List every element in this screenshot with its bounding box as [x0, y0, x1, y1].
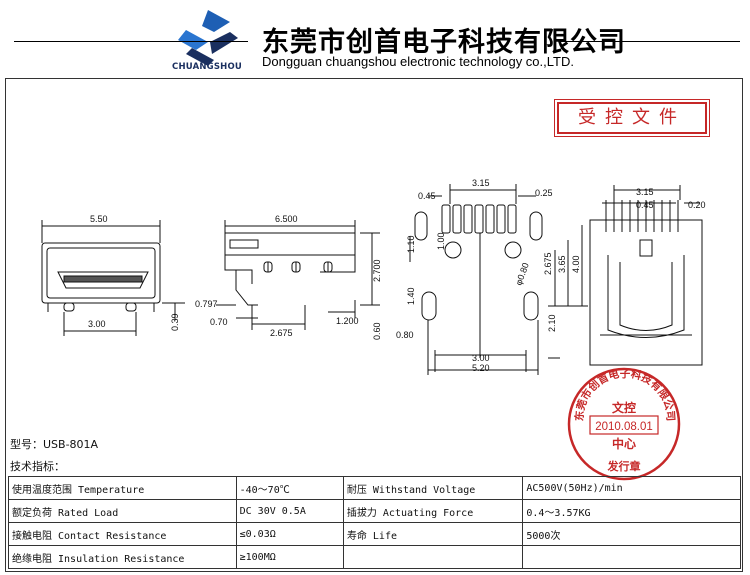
svg-text:中心: 中心 — [612, 436, 636, 451]
dim-pcb-left: 0.45 — [418, 191, 436, 201]
dim-pcb-210: 2.10 — [547, 314, 557, 332]
model-number: 型号：USB-801A — [10, 438, 99, 451]
dim-side-pitch: 2.675 — [270, 328, 293, 338]
spec-table: 使用温度范围 Temperature -40～70℃ 耐压 Withstand … — [8, 476, 741, 569]
dim-side-length: 6.500 — [275, 214, 298, 224]
chuangshou-logo-icon — [178, 10, 238, 66]
dim-side-low: 0.60 — [372, 322, 382, 340]
dim-pcb-right: 0.25 — [535, 188, 553, 198]
svg-text:2010.08.01: 2010.08.01 — [595, 421, 653, 433]
dim-side-pin: 0.70 — [210, 317, 228, 327]
dim-pcb-140: 1.40 — [406, 287, 416, 305]
dim-pcb-365: 3.65 — [557, 255, 567, 273]
dim-rear-045: 0.45 — [636, 200, 654, 210]
dim-pcb-080: 0.80 — [396, 330, 414, 340]
table-row: 接触电阻 Contact Resistance ≤0.03Ω 寿命 Life 5… — [8, 522, 741, 546]
dim-pcb-2675: 2.675 — [543, 252, 553, 275]
company-name-chinese: 东莞市创首电子科技有限公司 — [262, 27, 626, 58]
dim-pcb-top: 3.15 — [472, 178, 490, 188]
dim-rear-020: 0.20 — [688, 200, 706, 210]
svg-text:文控: 文控 — [612, 400, 636, 415]
release-stamp-icon: 东莞市创首电子科技有限公司 文控 2010.08.01 中心 发行章 — [567, 367, 681, 481]
dim-side-height: 2.700 — [372, 259, 382, 282]
dim-side-right: 1.200 — [336, 316, 359, 326]
dim-side-offset: 0.797 — [195, 299, 218, 309]
company-name-english: Dongguan chuangshou electronic technolog… — [262, 54, 574, 69]
dim-front-width: 5.50 — [90, 214, 108, 224]
dim-pcb-d1: 1.00 — [436, 232, 446, 250]
dim-pcb-h1: 1.10 — [406, 235, 416, 253]
svg-text:发行章: 发行章 — [607, 459, 641, 473]
dim-front-bottom: 3.00 — [88, 319, 106, 329]
table-row: 绝缘电阻 Insulation Resistance ≥100MΩ — [8, 545, 741, 569]
spec-title: 技术指标： — [10, 460, 65, 473]
table-row: 额定负荷 Rated Load DC 30V 0.5A 插拔力 Actuatin… — [8, 499, 741, 523]
dim-pcb-dia: φ0.80 — [513, 261, 530, 286]
technical-drawing: 5.50 3.00 0.39 6.500 2.700 0.797 0.70 2.… — [41, 178, 706, 375]
table-row: 使用温度范围 Temperature -40～70℃ 耐压 Withstand … — [8, 476, 741, 500]
dim-front-height: 0.39 — [170, 313, 180, 331]
dim-pcb-520: 5.20 — [472, 363, 490, 373]
dim-pcb-300: 3.00 — [472, 353, 490, 363]
brand-name: CHUANGSHOU — [172, 62, 243, 72]
header-rule-right — [560, 41, 740, 42]
header-rule-left — [14, 41, 248, 42]
drawing-frame — [5, 78, 743, 572]
dim-rear-top: 3.15 — [636, 187, 654, 197]
controlled-document-stamp: 受控文件 — [554, 99, 710, 137]
dim-pcb-400: 4.00 — [571, 255, 581, 273]
